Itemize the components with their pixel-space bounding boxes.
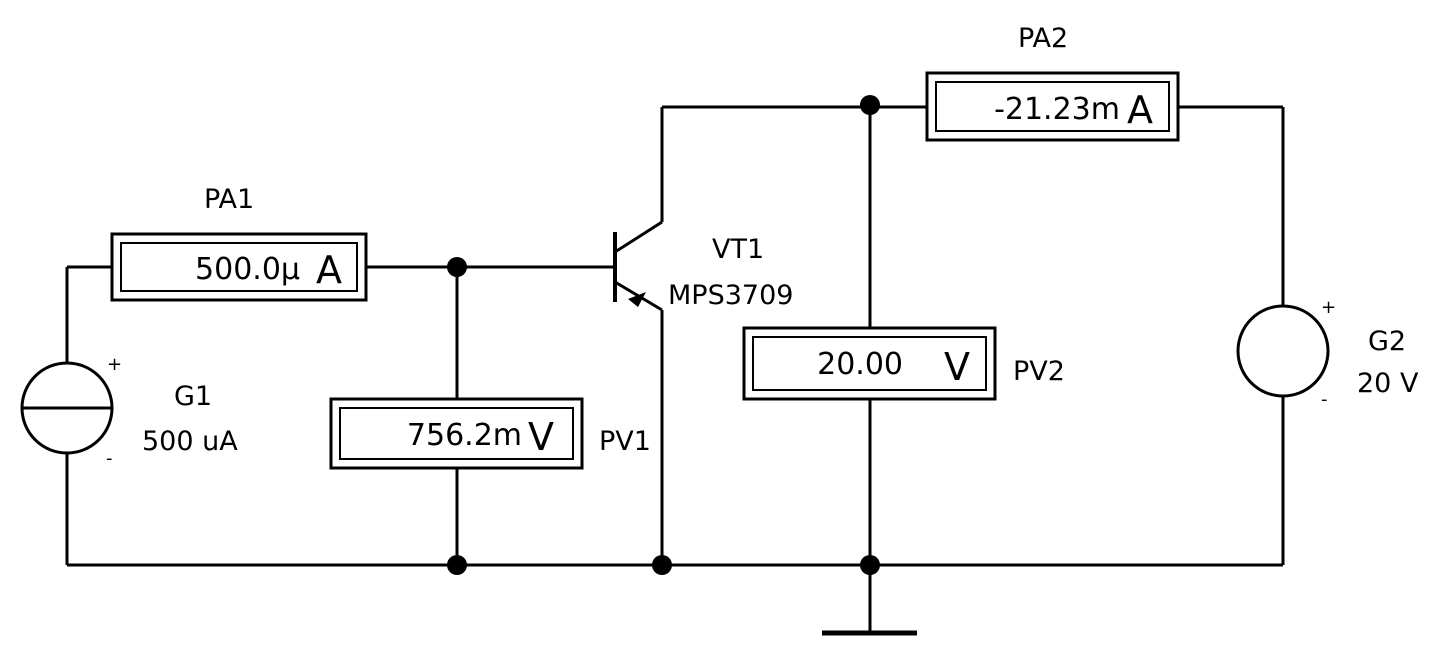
pv2-unit: V bbox=[944, 345, 970, 389]
g1-value: 500 uA bbox=[142, 426, 238, 457]
pa2-unit: A bbox=[1127, 88, 1153, 132]
pv2-label: PV2 bbox=[1013, 356, 1065, 387]
junction-dot bbox=[652, 555, 672, 575]
g2-value: 20 V bbox=[1357, 368, 1419, 399]
pv2-reading: 20.00 bbox=[817, 347, 903, 382]
wires bbox=[65, 105, 1285, 632]
g2-plus-sign: + bbox=[1321, 297, 1336, 318]
pa2-label: PA2 bbox=[1018, 23, 1068, 54]
emitter-arrow-icon bbox=[628, 292, 646, 307]
voltage-source-g2: + - G2 20 V bbox=[1236, 297, 1419, 410]
pa1-unit: A bbox=[316, 248, 342, 292]
junction-dot bbox=[860, 555, 880, 575]
g1-plus-sign: + bbox=[107, 354, 122, 375]
g1-minus-sign: - bbox=[106, 448, 113, 469]
pa1-label: PA1 bbox=[204, 184, 254, 215]
junction-dot bbox=[860, 95, 880, 115]
pv1-reading: 756.2m bbox=[407, 418, 522, 453]
pa1-reading: 500.0μ bbox=[195, 252, 300, 287]
current-source-g1: + - G1 500 uA bbox=[20, 354, 238, 469]
junction-dot bbox=[447, 257, 467, 277]
vt1-model: MPS3709 bbox=[668, 280, 793, 311]
g1-label: G1 bbox=[174, 381, 212, 412]
pa2-reading: -21.23m bbox=[994, 92, 1120, 127]
transistor-vt1: VT1 MPS3709 bbox=[613, 220, 793, 312]
junctions bbox=[447, 95, 880, 575]
voltmeter-pv1: 756.2m V PV1 bbox=[329, 397, 651, 470]
ammeter-pa1: PA1 500.0μ A bbox=[110, 184, 368, 302]
pv1-label: PV1 bbox=[599, 426, 651, 457]
g2-minus-sign: - bbox=[1321, 389, 1328, 410]
g2-label: G2 bbox=[1368, 326, 1406, 357]
junction-dot bbox=[447, 555, 467, 575]
voltmeter-pv2: 20.00 V PV2 bbox=[742, 326, 1065, 401]
pv1-unit: V bbox=[528, 415, 554, 459]
vt1-label: VT1 bbox=[712, 234, 764, 265]
ammeter-pa2: PA2 -21.23m A bbox=[925, 23, 1180, 142]
